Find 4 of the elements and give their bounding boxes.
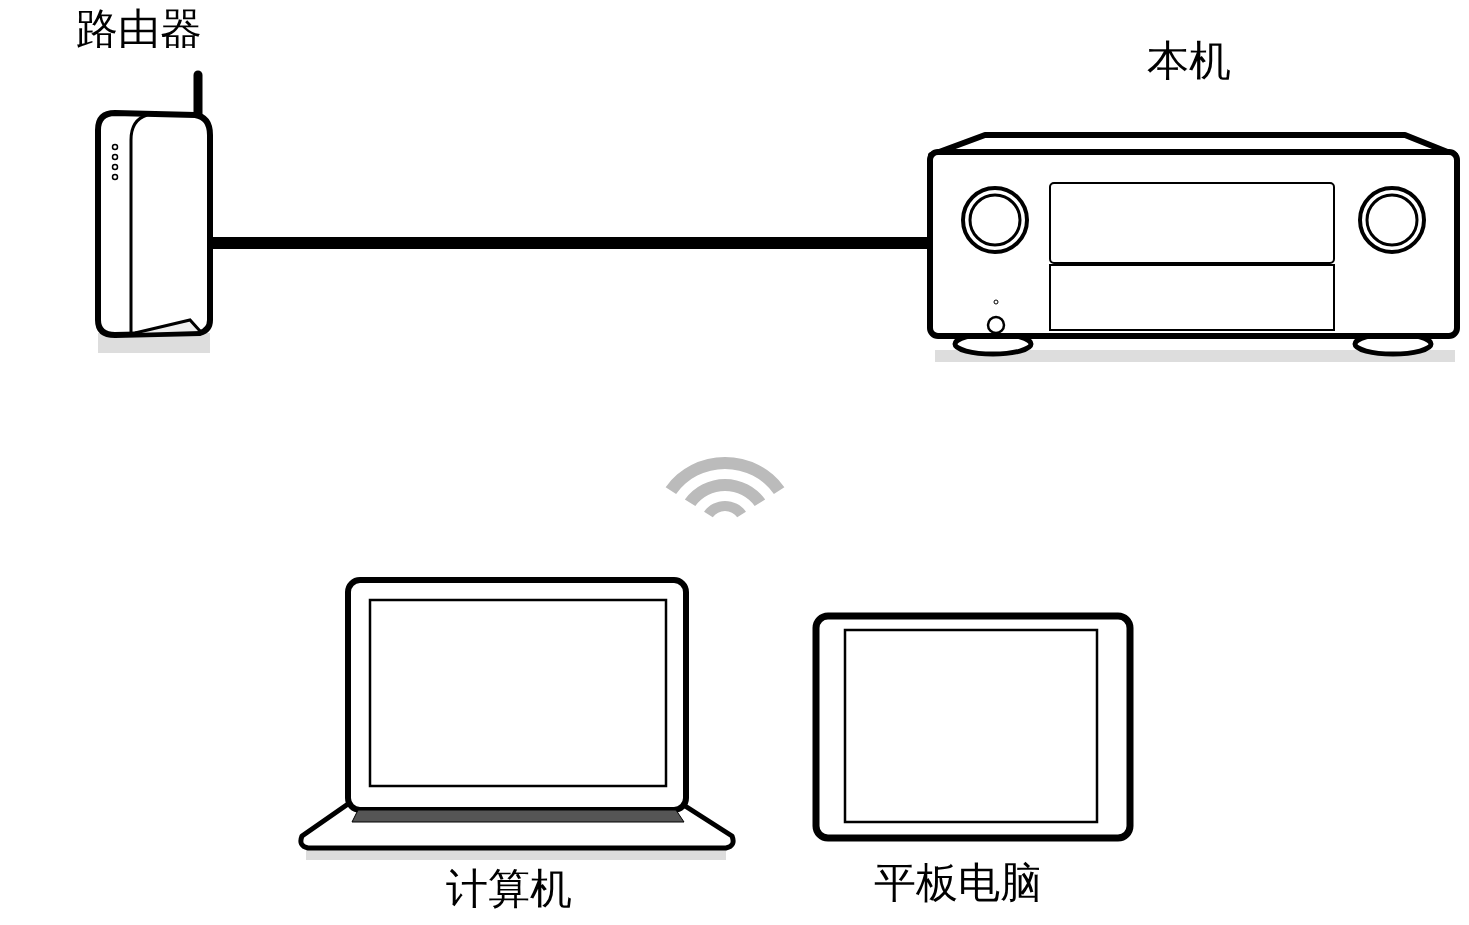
device-label: 计算机 bbox=[446, 864, 572, 914]
device-label: 路由器 bbox=[76, 4, 202, 54]
device-label: 本机 bbox=[1147, 36, 1231, 86]
device-label: 平板电脑 bbox=[874, 858, 1042, 908]
